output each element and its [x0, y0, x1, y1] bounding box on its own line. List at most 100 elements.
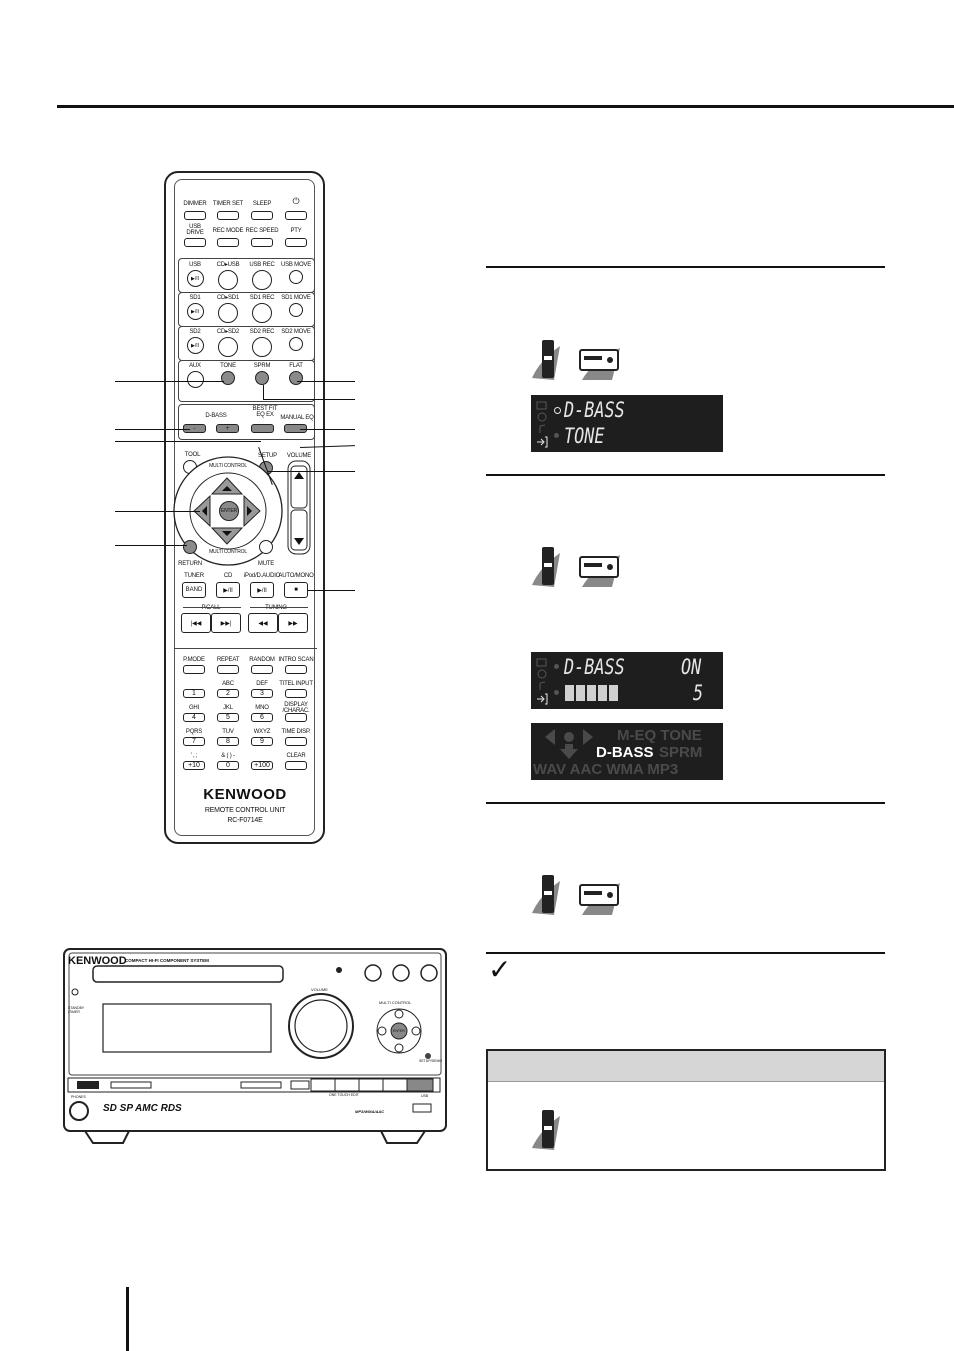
transport-button-1[interactable]: ▶/II — [216, 582, 240, 598]
remote-button-r3c0[interactable]: ▶/II — [186, 303, 204, 320]
numpad-button-r2c2[interactable]: 6 — [251, 713, 273, 722]
remote-label-r4c0: SD2 — [189, 329, 201, 335]
mute-button[interactable] — [259, 540, 273, 554]
numpad-button-r0c1[interactable] — [217, 665, 239, 674]
remote-button-r1c3[interactable] — [285, 238, 307, 247]
transport-label-2: iPod/D.AUDIO — [243, 573, 281, 579]
remote-button-r0c2[interactable] — [251, 211, 273, 220]
remote-label-r0c0: DIMMER — [183, 201, 207, 207]
remote-label-r1c2: REC SPEED — [245, 228, 279, 234]
numpad-label-r4c0: ' , ; — [190, 753, 198, 759]
mode-row3: WAV AAC WMA MP3 — [533, 761, 679, 778]
tuning-down-button[interactable]: ◀◀ — [248, 613, 278, 633]
numpad-button-r0c2[interactable] — [251, 665, 273, 674]
numpad-button-r3c0[interactable]: 7 — [183, 737, 205, 746]
numpad-button-r1c1[interactable]: 2 — [217, 689, 239, 698]
remote-button-r0c3[interactable] — [285, 211, 307, 220]
remote-button-r0c1[interactable] — [217, 211, 239, 220]
transport-button-0[interactable]: BAND — [182, 582, 206, 598]
numpad-label-r2c1: JKL — [223, 705, 233, 711]
tuning-up-button[interactable]: ▶▶ — [278, 613, 308, 633]
remote-button-r3c2[interactable] — [252, 303, 272, 323]
manual-eq-button[interactable] — [284, 424, 307, 433]
numpad-button-r0c3[interactable] — [285, 665, 307, 674]
play-pause-icon: ▶/II — [190, 308, 199, 315]
numpad-button-r1c0[interactable]: 1 — [183, 689, 205, 698]
callout-setup — [268, 471, 355, 472]
remote-button-r2c1[interactable] — [218, 270, 238, 290]
numpad-button-r1c2[interactable]: 3 — [251, 689, 273, 698]
remote-button-r3c3[interactable] — [289, 303, 303, 317]
dpad[interactable] — [190, 474, 264, 548]
remote-button-r4c0[interactable]: ▶/II — [186, 337, 204, 354]
band-label: BAND — [185, 587, 203, 593]
tuning-line — [250, 607, 308, 608]
tool-label: TOOL — [184, 452, 201, 458]
numpad-button-r1c3[interactable] — [285, 689, 307, 698]
remote-button-r1c1[interactable] — [217, 238, 239, 247]
callout-bestfit — [115, 441, 261, 442]
numpad-button-r2c3[interactable] — [285, 713, 307, 722]
remote-button-r3c1[interactable] — [218, 303, 238, 323]
numpad-label-r3c1: TUV — [222, 729, 234, 735]
callout-sprm-v — [263, 385, 264, 400]
remote-button-r4c1[interactable] — [218, 337, 238, 357]
remote-button-r0c0[interactable] — [184, 211, 206, 220]
note-box — [486, 1049, 886, 1171]
numpad-button-r0c0[interactable] — [183, 665, 205, 674]
numpad-label-r4c3: CLEAR — [286, 753, 306, 759]
remote-label-r3c1: CD▸SD1 — [216, 295, 240, 301]
enter-button[interactable] — [219, 501, 239, 521]
dbass-plus-button[interactable]: + — [216, 424, 239, 433]
plus-glyph: + — [225, 425, 230, 432]
remote-button-r2c2[interactable] — [252, 270, 272, 290]
remote-label-r5c3: FLAT — [289, 363, 303, 369]
numpad-label-r2c3: DISPLAY /CHARAC. — [282, 702, 310, 714]
return-button[interactable] — [183, 540, 197, 554]
bestfit-button[interactable] — [251, 424, 274, 433]
remote-label-r5c0: AUX — [189, 363, 201, 369]
remote-label-r0c2: SLEEP — [252, 201, 272, 207]
transport-button-2[interactable]: ▶/II — [250, 582, 274, 598]
lcd-display-1: D-BASS TONE — [531, 395, 723, 452]
remote-label-r1c1: REC MODE — [212, 228, 244, 234]
unit-mp3-label: MP3/WMA/AAC — [355, 1109, 385, 1114]
pcall-line — [183, 607, 241, 608]
transport-button-3[interactable]: ■ — [284, 582, 308, 598]
numpad-button-r3c2[interactable]: 9 — [251, 737, 273, 746]
mode-row2-active: D-BASS — [596, 744, 654, 761]
lcd-dot-1 — [554, 407, 561, 414]
volume-rocker[interactable] — [287, 460, 311, 555]
numpad-button-r3c1[interactable]: 8 — [217, 737, 239, 746]
remote-button-r2c3[interactable] — [289, 270, 303, 284]
remote-label-r1c0: USB DRIVE — [186, 224, 204, 236]
numpad-label-r0c1: REPEAT — [216, 657, 240, 663]
lcd2-value2: 5 — [693, 681, 704, 705]
remote-button-r5c0[interactable] — [186, 371, 204, 388]
numpad-button-r4c3[interactable] — [285, 761, 307, 770]
remote-button-r4c3[interactable] — [289, 337, 303, 351]
numpad-button-r4c0[interactable]: +10 — [183, 761, 205, 770]
remote-button-r5c1[interactable] — [221, 371, 235, 385]
pcall-next-button[interactable]: ▶▶| — [211, 613, 241, 633]
numpad-button-r2c1[interactable]: 5 — [217, 713, 239, 722]
dbass-minus-button[interactable]: - — [183, 424, 206, 433]
callout-manual-eq — [300, 429, 355, 430]
numpad-button-r4c2[interactable]: +100 — [251, 761, 273, 770]
remote-button-r5c2[interactable] — [255, 371, 269, 385]
remote-label-r2c1: CD▸USB — [216, 262, 240, 268]
remote-button-r2c0[interactable]: ▶/II — [186, 270, 204, 287]
numpad-button-r2c0[interactable]: 4 — [183, 713, 205, 722]
remote-button-r1c2[interactable] — [251, 238, 273, 247]
remote-button-r1c0[interactable] — [184, 238, 206, 247]
numpad-label-r3c2: WXYZ — [253, 729, 271, 735]
remote-label-r0c3: ⏻ — [292, 196, 300, 206]
numpad-label-r3c3: TIME DISP. — [281, 729, 311, 735]
pcall-prev-button[interactable]: |◀◀ — [181, 613, 211, 633]
checkmark-icon: ✓ — [488, 953, 512, 986]
remote-button-r5c3[interactable] — [289, 371, 303, 385]
remote-and-unit-icon-1 — [532, 340, 620, 380]
numpad-button-r4c1[interactable]: 0 — [217, 761, 239, 770]
numpad-button-r3c3[interactable] — [285, 737, 307, 746]
remote-button-r4c2[interactable] — [252, 337, 272, 357]
